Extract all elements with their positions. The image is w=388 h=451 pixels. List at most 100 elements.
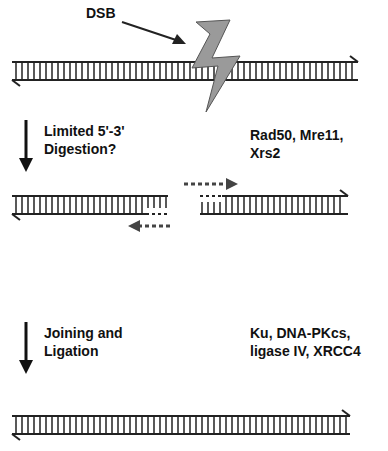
base-pair [75,62,77,80]
base-pair [279,416,281,434]
base-pair [327,196,329,214]
base-pair [105,196,107,214]
base-pair [207,202,209,214]
base-pair [33,416,35,434]
base-pair [57,196,59,214]
dna-strand [200,195,222,197]
base-pair [51,62,53,80]
base-pair [225,416,227,434]
base-pair [255,416,257,434]
base-pair [261,196,263,214]
base-pair [333,196,335,214]
base-pair [111,196,113,214]
base-pair [297,62,299,80]
base-pair [315,62,317,80]
base-pair [135,62,137,80]
base-pair [27,62,29,80]
base-pair [309,196,311,214]
base-pair [345,62,347,80]
step-label: Limited 5'-3' Digestion? [44,122,164,158]
base-pair [273,416,275,434]
base-pair [261,416,263,434]
base-pair [81,62,83,80]
base-pair [147,196,149,208]
dna-strand [12,415,350,417]
base-pair [321,62,323,80]
base-pair [237,416,239,434]
base-pair [291,196,293,214]
step-label: Joining and Ligation [44,324,148,360]
base-pair [219,416,221,434]
dna-strand [12,195,168,197]
base-pair [303,62,305,80]
base-pair [237,196,239,214]
base-pair [243,196,245,214]
base-pair [297,196,299,214]
base-pair [309,62,311,80]
base-pair [297,416,299,434]
step-arrow [25,322,28,362]
base-pair [93,62,95,80]
base-pair [69,416,71,434]
base-pair [93,416,95,434]
step-arrow-head [19,158,33,172]
base-pair [255,62,257,80]
base-pair [159,416,161,434]
base-pair [183,62,185,80]
step-arrow-head [19,360,33,374]
base-pair [339,416,341,434]
base-pair [321,416,323,434]
base-pair [27,196,29,214]
base-pair [243,416,245,434]
base-pair [51,416,53,434]
base-pair [21,62,23,80]
base-pair [15,416,17,434]
base-pair [213,202,215,214]
base-pair [87,416,89,434]
base-pair [51,196,53,214]
resection-arrow [140,225,170,228]
base-pair [273,62,275,80]
base-pair [201,202,203,214]
base-pair [261,62,263,80]
base-pair [111,416,113,434]
base-pair [69,196,71,214]
base-pair [93,196,95,214]
base-pair [249,196,251,214]
base-pair [303,196,305,214]
base-pair [129,196,131,214]
strand-end [350,56,358,62]
base-pair [225,196,227,214]
base-pair [45,196,47,214]
base-pair [153,196,155,208]
base-pair [207,416,209,434]
base-pair [267,62,269,80]
base-pair [177,62,179,80]
base-pair [249,62,251,80]
base-pair [99,62,101,80]
base-pair [279,196,281,214]
base-pair [81,416,83,434]
base-pair [339,62,341,80]
dna-strand [146,213,168,215]
strand-end [342,410,350,416]
base-pair [99,196,101,214]
base-pair [201,416,203,434]
base-pair [255,196,257,214]
base-pair [135,196,137,214]
strand-end [12,80,20,86]
base-pair [321,196,323,214]
base-pair [21,416,23,434]
base-pair [117,416,119,434]
base-pair [219,202,221,214]
base-pair [63,196,65,214]
base-pair [39,62,41,80]
resection-arrow-head [226,178,238,190]
base-pair [165,62,167,80]
base-pair [327,416,329,434]
base-pair [243,62,245,80]
base-pair [105,62,107,80]
base-pair [303,416,305,434]
base-pair [69,62,71,80]
